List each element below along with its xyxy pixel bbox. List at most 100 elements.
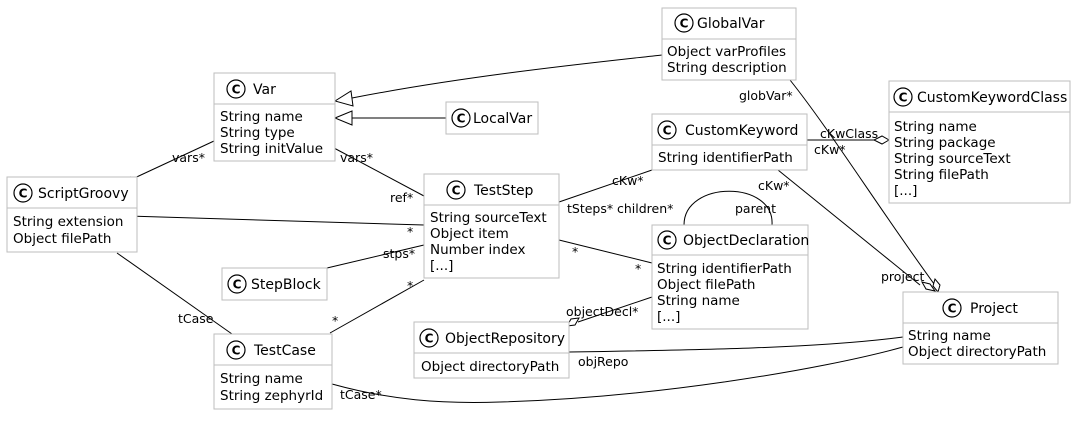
class-attribute: String identifierPath — [657, 261, 792, 277]
class-attribute: String type — [220, 125, 295, 141]
class-name: CustomKeywordClass — [917, 90, 1067, 106]
class-attribute: String name — [657, 293, 740, 309]
class-attribute: Object item — [430, 226, 509, 242]
edge-scriptgroovy-var — [127, 140, 215, 182]
class-glyph: C — [425, 332, 434, 346]
label-globvar: globVar* — [739, 88, 793, 103]
class-customkeyword: C CustomKeyword String identifierPath — [651, 113, 808, 171]
label-ref: ref* — [390, 190, 413, 205]
edge-testcase-teststep — [329, 279, 425, 334]
class-name: GlobalVar — [697, 16, 765, 32]
class-icon — [226, 79, 246, 99]
class-attribute: String zephyrId — [220, 388, 323, 404]
class-testcase: C TestCase String name String zephyrId — [213, 333, 333, 410]
label-ckw-teststep: cKw* — [612, 173, 644, 188]
class-objectdeclaration: C ObjectDeclaration String identifierPat… — [651, 224, 809, 330]
inheritance-arrow-localvar — [333, 110, 353, 126]
class-glyph: C — [457, 112, 466, 126]
class-attribute: Object directoryPath — [908, 344, 1046, 360]
class-glyph: C — [663, 234, 672, 248]
label-tsteps: tSteps* — [567, 201, 613, 216]
class-glyph: C — [680, 17, 689, 31]
class-attribute: String package — [894, 135, 996, 151]
class-icon — [451, 108, 471, 128]
class-attribute: [...] — [894, 183, 917, 199]
class-stepblock: C StepBlock — [221, 267, 328, 301]
inheritance-arrow-globalvar — [333, 90, 354, 107]
class-name: CustomKeyword — [685, 123, 798, 139]
label-tcase-project: tCase* — [340, 387, 382, 402]
class-teststep: C TestStep String sourceText Object item… — [423, 173, 560, 279]
label-star-testcase-teststep: * — [407, 278, 413, 293]
label-ckw-kwclass: cKw* — [814, 142, 846, 157]
class-name: Var — [253, 82, 276, 98]
edge-customkeyword-project — [777, 169, 921, 286]
class-attribute: Number index — [430, 242, 525, 258]
label-vars-scriptgroovy: vars* — [172, 150, 205, 165]
edge-testcase-project — [331, 346, 904, 403]
label-objectdecl: objectDecl* — [566, 304, 638, 319]
label-star-scriptgroovy-teststep: * — [407, 224, 413, 239]
class-globalvar: C GlobalVar Object varProfiles String de… — [661, 7, 797, 81]
label-parent: parent — [735, 201, 776, 216]
aggregation-diamond-globalvar-project — [932, 277, 941, 294]
class-attribute: Object filePath — [13, 231, 111, 247]
class-icon — [419, 328, 439, 348]
edge-globalvar-var — [351, 54, 663, 99]
label-objrepo: objRepo — [578, 354, 628, 369]
class-glyph: C — [899, 91, 908, 105]
class-attribute: String sourceText — [430, 210, 547, 226]
class-attribute: String extension — [13, 214, 123, 230]
edge-globalvar-project — [789, 79, 938, 289]
class-attribute: Object filePath — [657, 277, 755, 293]
class-icon — [13, 183, 33, 203]
class-attribute: String name — [894, 119, 977, 135]
class-icon — [657, 230, 677, 250]
class-glyph: C — [663, 124, 672, 138]
association-labels: globVar* cKwClass cKw* vars* vars* ref* … — [172, 88, 924, 402]
class-name: TestStep — [473, 183, 534, 199]
label-project: project — [881, 269, 924, 284]
label-ckwclass: cKwClass — [820, 126, 878, 141]
class-attribute: String name — [220, 371, 303, 387]
label-star-od-teststep: * — [635, 261, 641, 276]
class-name: Project — [970, 301, 1018, 317]
class-attribute: String filePath — [894, 167, 989, 183]
class-icon — [657, 120, 677, 140]
class-name: StepBlock — [251, 277, 322, 293]
label-star-teststep-od: * — [572, 244, 578, 259]
edge-teststep-customkeyword — [558, 169, 653, 203]
class-attribute: Object directoryPath — [421, 359, 559, 375]
class-customkeywordclass: C CustomKeywordClass String name String … — [888, 80, 1071, 204]
label-vars-teststep: vars* — [340, 150, 373, 165]
edge-scriptgroovy-teststep — [127, 215, 425, 226]
class-name: LocalVar — [473, 111, 532, 127]
edge-objectrepository-objectdeclaration — [577, 296, 653, 323]
class-name: ObjectRepository — [445, 331, 565, 347]
class-icon — [446, 180, 466, 200]
class-attribute: [...] — [657, 309, 680, 325]
class-glyph: C — [232, 344, 241, 358]
edge-objectdeclaration-self — [683, 190, 773, 226]
edge-stepblock-teststep — [326, 244, 425, 269]
label-ckw-objectdeclaration: cKw* — [758, 178, 790, 193]
label-star-teststep-testcase: * — [332, 313, 338, 328]
class-var: C Var String name String type String ini… — [213, 72, 336, 162]
edge-teststep-objectdeclaration — [558, 239, 653, 264]
class-scriptgroovy: C ScriptGroovy String extension Object f… — [6, 176, 138, 253]
edge-scriptgroovy-testcase — [116, 252, 233, 335]
class-name: TestCase — [253, 343, 316, 359]
class-attribute: String name — [908, 328, 991, 344]
edge-var-teststep — [333, 147, 425, 197]
class-attribute: String identifierPath — [658, 150, 793, 166]
class-attribute: [...] — [430, 258, 453, 274]
label-children: children* — [617, 201, 673, 216]
aggregation-diamond-customkeyword-project — [920, 281, 937, 292]
class-attribute: Object varProfiles — [667, 44, 786, 60]
class-icon — [893, 87, 913, 107]
class-icon — [226, 340, 246, 360]
class-icon — [674, 13, 694, 33]
class-icon — [227, 274, 247, 294]
